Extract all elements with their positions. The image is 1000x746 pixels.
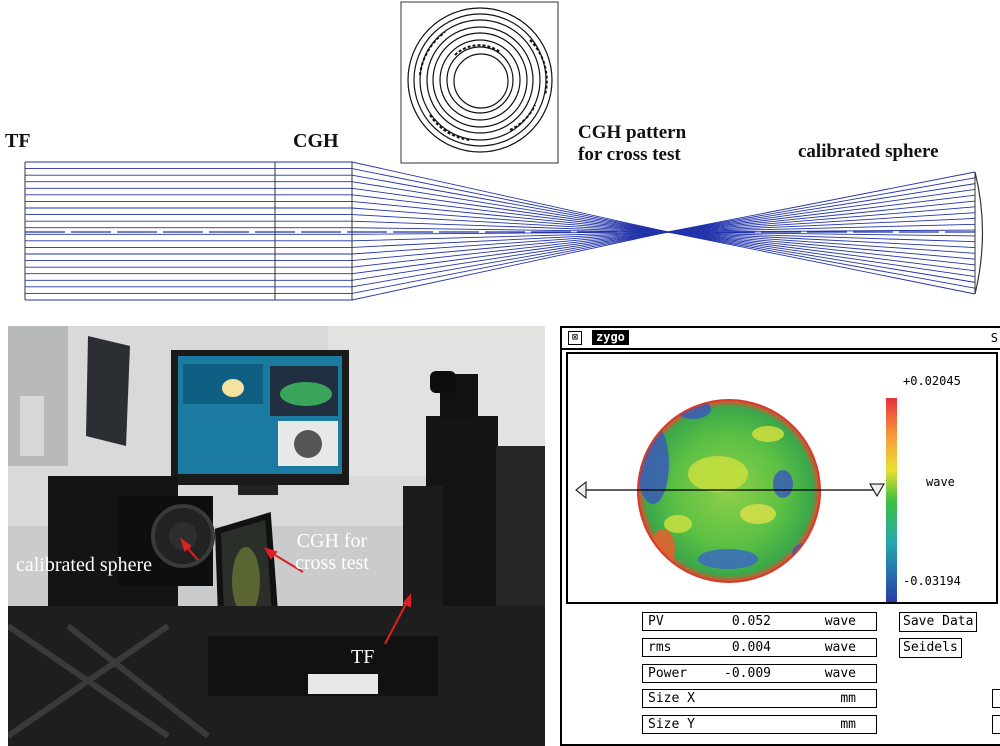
- photo-label-cgh-line1: CGH for: [296, 530, 368, 552]
- ray-bundle: [25, 161, 976, 301]
- ray-line: [25, 231, 976, 262]
- label-tf: TF: [5, 130, 31, 152]
- result-name: PV: [648, 614, 664, 629]
- calibrated-sphere-surface: [974, 171, 984, 295]
- ray-line: [25, 231, 976, 275]
- setup-photo: calibrated sphere CGH for cross test TF: [8, 326, 545, 746]
- ray-line: [25, 231, 976, 294]
- profile-marker-left-icon[interactable]: [575, 480, 587, 500]
- photo-label-cgh: CGH for cross test: [295, 530, 369, 574]
- ray-line: [25, 231, 976, 237]
- size-x-input-stub[interactable]: [992, 689, 1000, 708]
- tf-element: [24, 162, 353, 300]
- ray-line: [25, 231, 976, 268]
- result-row-size-y: Size Y mm: [642, 715, 877, 734]
- result-name: Power: [648, 666, 688, 681]
- result-row-power: Power -0.009 wave: [642, 664, 877, 683]
- result-unit: wave: [824, 614, 856, 629]
- result-value: 0.004: [731, 640, 771, 655]
- result-row-size-x: Size X mm: [642, 689, 877, 708]
- result-name: Size X: [648, 691, 695, 706]
- photo-label-cgh-line2: cross test: [295, 552, 369, 574]
- ray-line: [25, 181, 976, 233]
- photo-arrows: [180, 537, 411, 645]
- ray-line: [25, 231, 976, 248]
- ray-line: [25, 187, 976, 233]
- label-cgh-pattern-line2: for cross test: [578, 143, 681, 165]
- ray-line: [25, 174, 976, 233]
- scale-unit-label: wave: [926, 475, 955, 489]
- ray-line: [25, 231, 976, 281]
- ray-line: [25, 161, 976, 233]
- photo-label-tf: TF: [351, 646, 375, 668]
- scale-max-label: +0.02045: [903, 374, 961, 388]
- save-data-button[interactable]: Save Data: [899, 612, 978, 632]
- label-cgh: CGH: [293, 130, 339, 152]
- photo-label-calibrated-sphere: calibrated sphere: [16, 554, 153, 576]
- label-cgh-pattern-line1: CGH pattern: [578, 122, 687, 143]
- ray-line: [25, 231, 976, 288]
- result-row-rms: rms 0.004 wave: [642, 638, 877, 657]
- result-unit: wave: [824, 640, 856, 655]
- seidels-button[interactable]: Seidels: [899, 638, 962, 658]
- scale-min-label: -0.03194: [903, 574, 961, 588]
- result-name: rms: [648, 640, 672, 655]
- color-scale-bar: [886, 398, 897, 602]
- result-name: Size Y: [648, 717, 695, 732]
- surface-map-frame: +0.02045 wave -0.03194: [566, 352, 998, 604]
- ray-line: [25, 231, 976, 243]
- ray-line: [25, 227, 976, 233]
- ray-line: [25, 231, 976, 255]
- result-unit: mm: [840, 717, 856, 732]
- result-value: -0.009: [724, 666, 771, 681]
- label-calibrated-sphere: calibrated sphere: [798, 141, 939, 162]
- zygo-brand-label: zygo: [592, 330, 629, 345]
- result-unit: wave: [824, 666, 856, 681]
- optical-layout-diagram: [24, 1, 984, 301]
- size-y-input-stub[interactable]: [992, 715, 1000, 734]
- ray-line: [25, 214, 976, 233]
- result-row-pv: PV 0.052 wave: [642, 612, 877, 631]
- surface-map-svg: [575, 398, 897, 602]
- ray-line: [25, 231, 976, 301]
- result-value: 0.052: [731, 614, 771, 629]
- zygo-title-bar: ⊠ zygo S: [562, 328, 1000, 350]
- ray-line: [25, 168, 976, 233]
- profile-marker-right-icon[interactable]: [869, 483, 885, 497]
- close-icon[interactable]: ⊠: [568, 331, 582, 345]
- result-unit: mm: [840, 691, 856, 706]
- label-cgh-pattern: CGH pattern for cross test: [578, 122, 686, 166]
- cgh-pattern-inset: [400, 1, 559, 164]
- ray-line: [25, 194, 976, 233]
- ray-line: [25, 220, 976, 233]
- zygo-title-right: S: [990, 331, 998, 345]
- setup-photo-drawing: [8, 326, 545, 746]
- zygo-window: ⊠ zygo S: [560, 326, 1000, 746]
- ray-line: [25, 200, 976, 233]
- ray-line: [25, 207, 976, 233]
